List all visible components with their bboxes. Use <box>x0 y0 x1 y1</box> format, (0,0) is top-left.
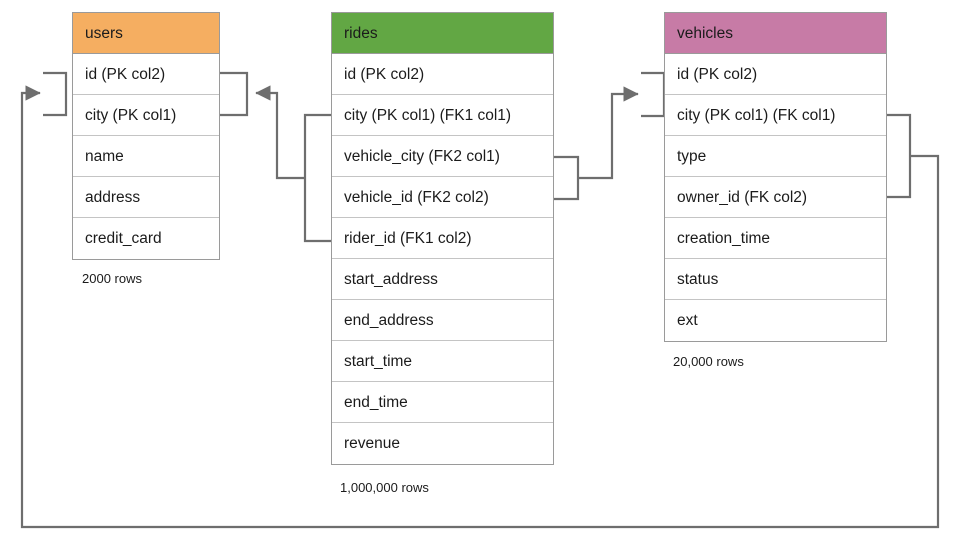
table-vehicles-row-count: 20,000 rows <box>673 354 744 369</box>
table-vehicles-column-status[interactable]: status <box>665 259 886 300</box>
table-vehicles[interactable]: vehicles id (PK col2) city (PK col1) (FK… <box>664 12 887 342</box>
table-rides-column-id[interactable]: id (PK col2) <box>332 54 553 95</box>
table-rides-column-end-time[interactable]: end_time <box>332 382 553 423</box>
table-users-column-id[interactable]: id (PK col2) <box>73 54 219 95</box>
table-vehicles-column-owner-id[interactable]: owner_id (FK col2) <box>665 177 886 218</box>
table-rides-column-vehicle-city[interactable]: vehicle_city (FK2 col1) <box>332 136 553 177</box>
table-users-column-name[interactable]: name <box>73 136 219 177</box>
table-rides[interactable]: rides id (PK col2) city (PK col1) (FK1 c… <box>331 12 554 465</box>
connector-fk2-rides-to-vehicles <box>554 71 666 201</box>
table-rides-column-start-time[interactable]: start_time <box>332 341 553 382</box>
table-users-header: users <box>73 13 219 54</box>
table-vehicles-header: vehicles <box>665 13 886 54</box>
table-rides-header: rides <box>332 13 553 54</box>
table-rides-column-vehicle-id[interactable]: vehicle_id (FK2 col2) <box>332 177 553 218</box>
table-vehicles-column-creation-time[interactable]: creation_time <box>665 218 886 259</box>
table-rides-row-count: 1,000,000 rows <box>340 480 429 495</box>
table-vehicles-column-type[interactable]: type <box>665 136 886 177</box>
table-vehicles-column-city[interactable]: city (PK col1) (FK col1) <box>665 95 886 136</box>
table-users-column-city[interactable]: city (PK col1) <box>73 95 219 136</box>
table-vehicles-column-ext[interactable]: ext <box>665 300 886 341</box>
table-rides-column-start-address[interactable]: start_address <box>332 259 553 300</box>
table-users-row-count: 2000 rows <box>82 271 142 286</box>
table-rides-column-end-address[interactable]: end_address <box>332 300 553 341</box>
table-users-column-credit-card[interactable]: credit_card <box>73 218 219 259</box>
connector-fk1-rides-to-users <box>220 71 331 243</box>
table-rides-column-city[interactable]: city (PK col1) (FK1 col1) <box>332 95 553 136</box>
table-rides-column-rider-id[interactable]: rider_id (FK1 col2) <box>332 218 553 259</box>
table-users[interactable]: users id (PK col2) city (PK col1) name a… <box>72 12 220 260</box>
table-rides-column-revenue[interactable]: revenue <box>332 423 553 464</box>
table-users-column-address[interactable]: address <box>73 177 219 218</box>
table-vehicles-column-id[interactable]: id (PK col2) <box>665 54 886 95</box>
